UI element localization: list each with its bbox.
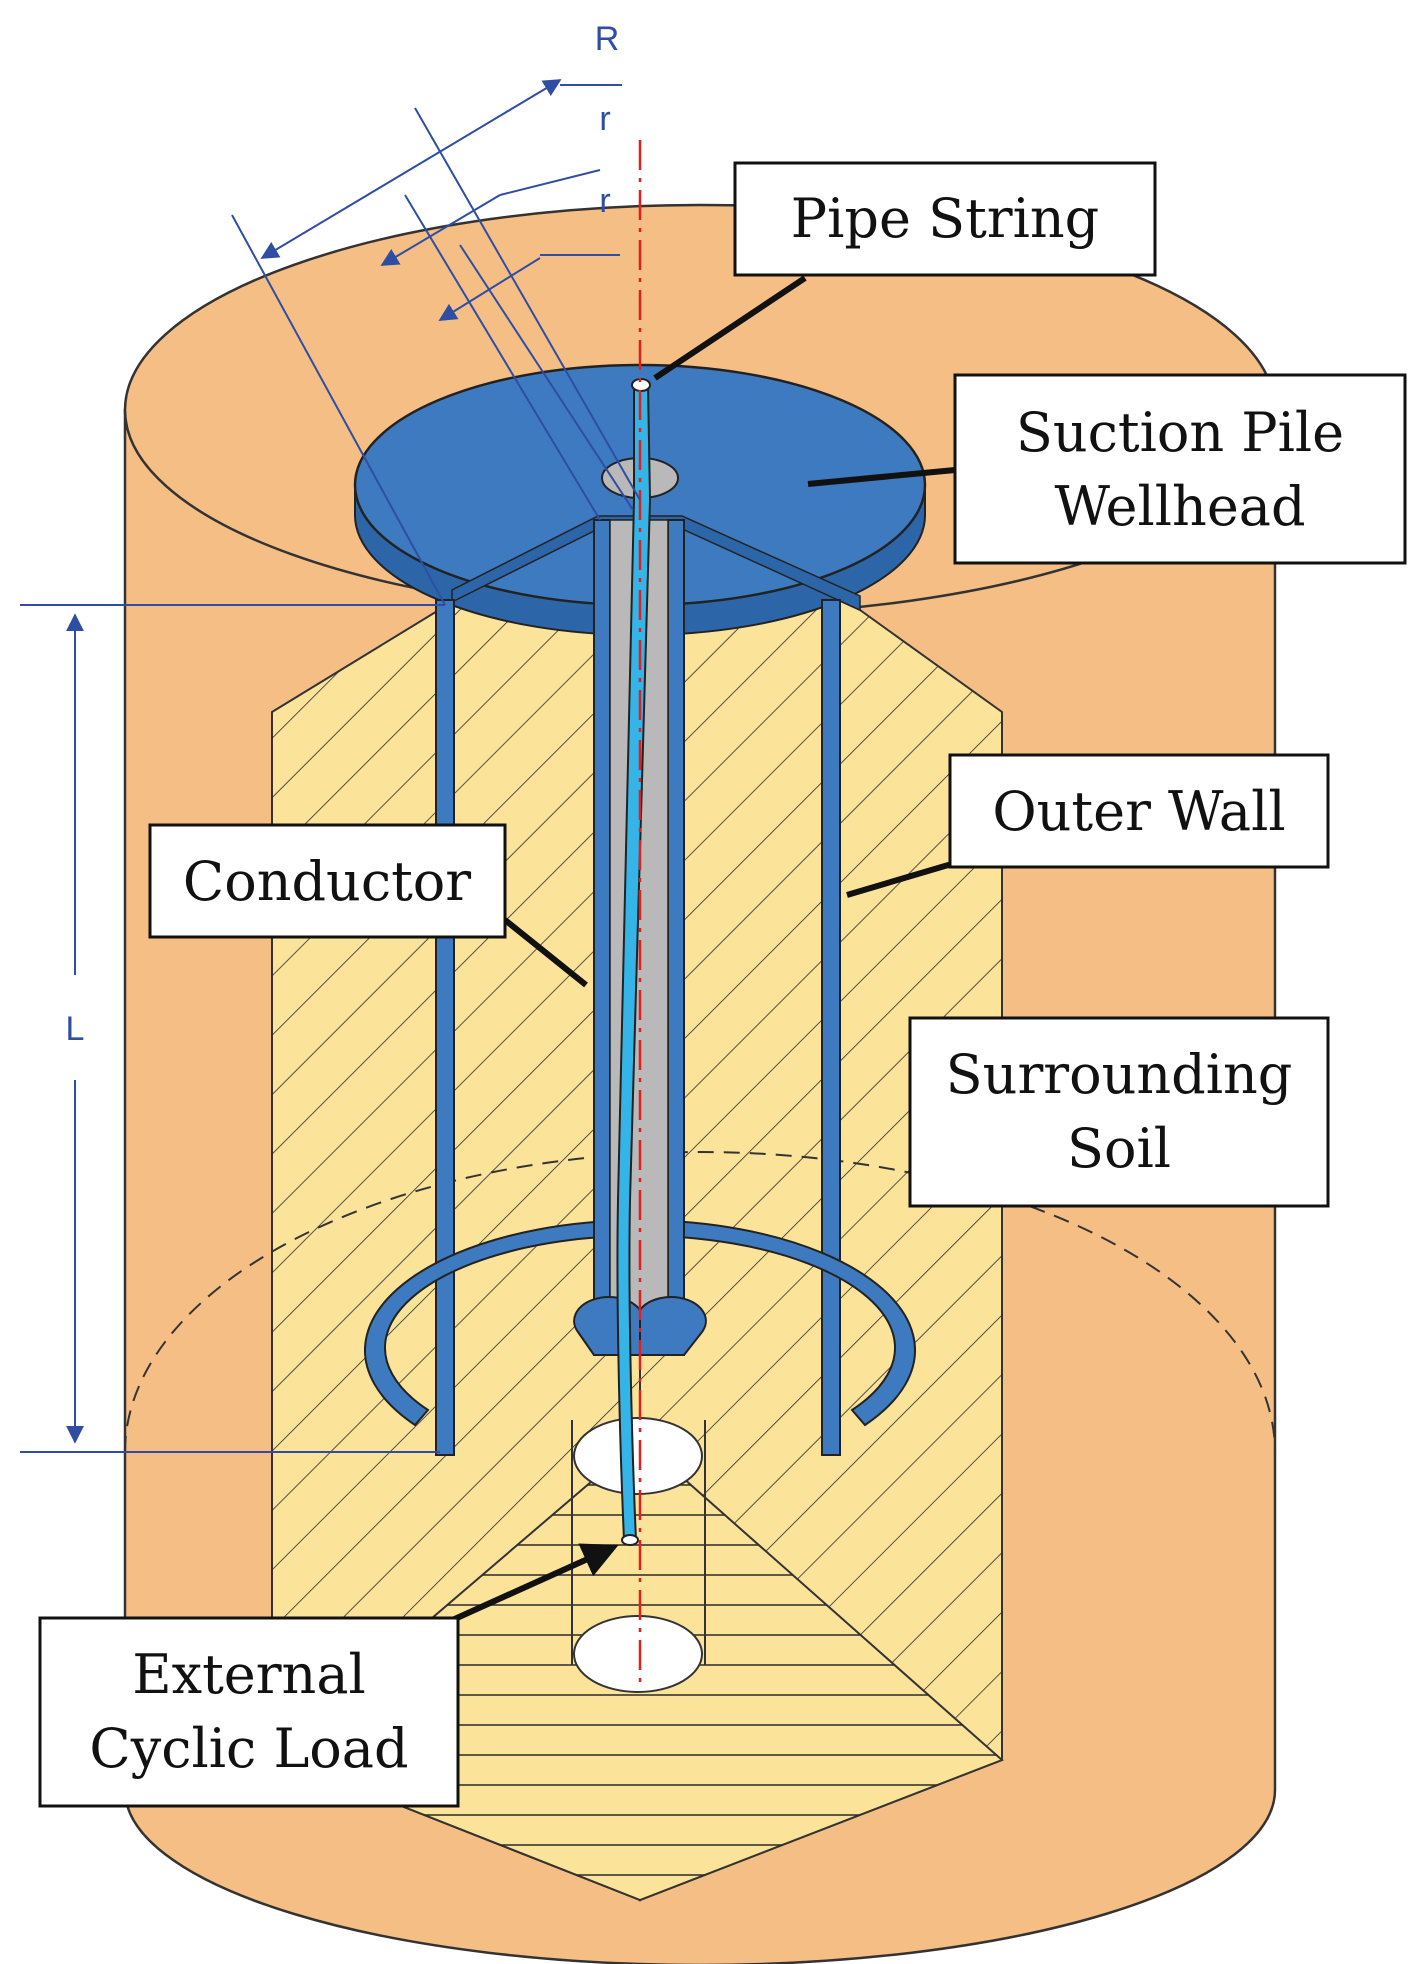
- dimension-r-conductor: r: [599, 100, 610, 138]
- outer-wall-left: [435, 599, 455, 1456]
- callout-conductor-text: Conductor: [183, 850, 471, 913]
- callout-external-load: External Cyclic Load: [38, 1616, 460, 1808]
- dimensions: [20, 79, 641, 1453]
- callout-outer-wall-text: Outer Wall: [992, 780, 1285, 843]
- conductor-wall-right: [667, 519, 685, 1356]
- callout-suction-pile-line2: Wellhead: [1054, 475, 1305, 538]
- callout-external-load-line2: Cyclic Load: [89, 1717, 408, 1780]
- callout-surrounding-soil-line2: Soil: [1067, 1117, 1171, 1180]
- dimension-R: R: [595, 20, 620, 58]
- dimension-L: L: [66, 1010, 85, 1048]
- borehole-upper: [573, 1417, 703, 1495]
- outer-wall-right: [821, 599, 841, 1456]
- callout-external-load-line1: External: [132, 1643, 366, 1706]
- leader-lines: [446, 275, 956, 1625]
- callout-pipe-string: Pipe String: [733, 161, 1157, 277]
- conductor-wall-left: [593, 519, 611, 1356]
- hidden-bottom-edge: [124, 1151, 1276, 1453]
- callout-surrounding-soil: Surrounding Soil: [908, 1016, 1330, 1208]
- pipe-string-tip: [621, 1534, 639, 1546]
- dimension-r-pipe: r: [599, 182, 610, 220]
- callout-surrounding-soil-line1: Surrounding: [946, 1043, 1293, 1106]
- callout-pipe-string-text: Pipe String: [791, 187, 1099, 250]
- callout-suction-pile: Suction Pile Wellhead: [953, 373, 1407, 565]
- callout-conductor: Conductor: [148, 823, 507, 939]
- callout-suction-pile-line1: Suction Pile: [1016, 401, 1344, 464]
- callout-outer-wall: Outer Wall: [948, 753, 1330, 869]
- borehole-lower: [573, 1615, 703, 1693]
- pile-bottom-ring: [364, 1219, 916, 1427]
